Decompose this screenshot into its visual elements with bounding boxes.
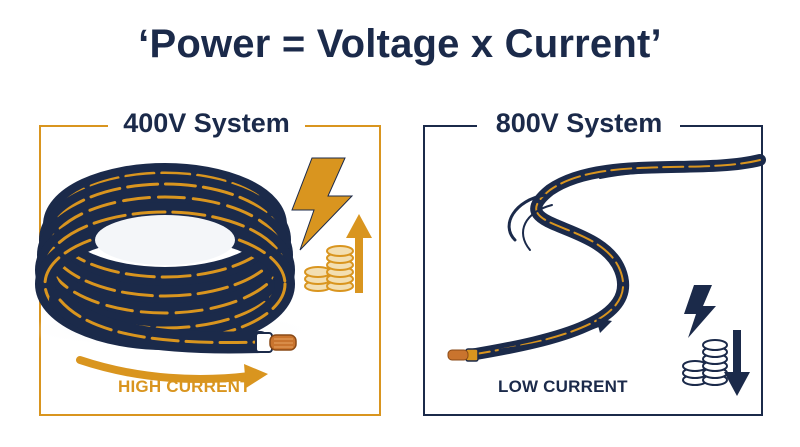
high-current-arrow (76, 356, 268, 388)
coiled-cable (20, 163, 320, 354)
high-current-label: HIGH CURRENT (118, 377, 251, 396)
coin-stack-icon (304, 245, 354, 292)
right-panel-frame (423, 125, 763, 416)
page-title: ‘Power = Voltage x Current’ (138, 22, 662, 66)
right-panel-title: 800V System (478, 108, 680, 139)
down-arrow-icon (724, 330, 750, 396)
low-current-label: LOW CURRENT (498, 377, 628, 396)
left-panel-title: 400V System (108, 108, 305, 139)
coin-stack-icon (682, 339, 728, 386)
slim-cable-end (447, 348, 479, 362)
slim-cable (464, 154, 766, 361)
lightning-bolt-icon (291, 157, 354, 251)
low-current-arrow (498, 318, 612, 352)
lightning-bolt-icon (684, 285, 716, 338)
up-arrow-icon (346, 214, 372, 293)
left-panel-frame (39, 125, 381, 416)
